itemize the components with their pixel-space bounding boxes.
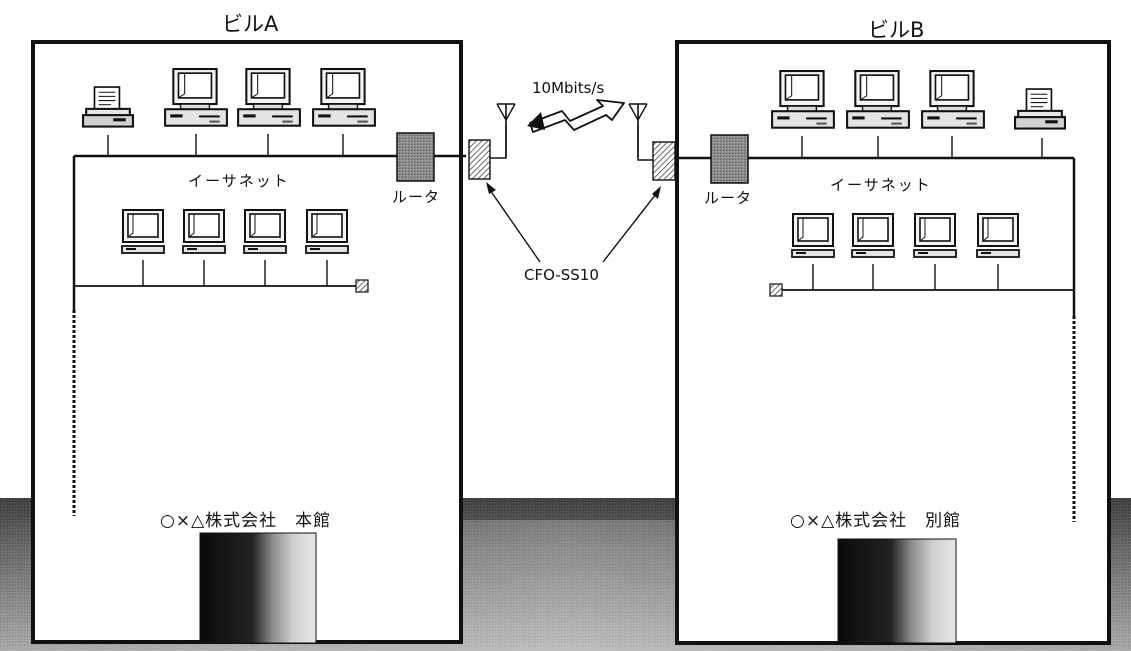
building-b-network-label: イーサネット — [830, 176, 932, 194]
building-a-router-label: ルータ — [392, 188, 441, 206]
terminal-icon — [120, 208, 166, 255]
terminator-icon — [769, 283, 783, 297]
building-a-company-name: ○×△株式会社 本館 — [160, 511, 332, 531]
pc-workstation-icon — [846, 70, 910, 129]
transceiver-icon — [468, 139, 491, 180]
lightning-link-icon — [529, 99, 625, 133]
terminal-icon — [242, 208, 288, 255]
building-a-network-label: イーサネット — [188, 172, 290, 190]
router-box-icon — [396, 132, 435, 182]
building-a-title: ビルA — [222, 12, 279, 36]
antenna-icon — [628, 103, 648, 159]
pc-workstation-icon — [921, 70, 985, 129]
wireless-link — [468, 99, 676, 263]
link-speed-label: 10Mbits/s — [532, 79, 605, 97]
building-b-company-name: ○×△株式会社 別館 — [790, 511, 962, 531]
building-a — [31, 40, 466, 644]
terminal-icon — [181, 208, 227, 255]
pc-workstation-icon — [771, 70, 835, 129]
terminal-icon — [975, 212, 1021, 259]
building-b-title: ビルB — [868, 18, 925, 42]
building-b — [675, 40, 1111, 645]
terminator-icon — [355, 279, 369, 293]
pc-workstation-icon — [312, 68, 376, 127]
building-a-entrance — [199, 532, 317, 644]
pointer-arrow — [489, 189, 541, 263]
pointer-arrow — [602, 193, 657, 263]
building-b-entrance — [837, 538, 957, 644]
building-b-router-label: ルータ — [704, 189, 753, 207]
pc-workstation-icon — [237, 68, 301, 127]
router-box-icon — [710, 134, 749, 184]
terminal-icon — [304, 208, 350, 255]
terminal-icon — [850, 212, 896, 259]
terminal-icon — [790, 212, 836, 259]
device-model-label: CFO-SS10 — [524, 266, 599, 284]
terminal-icon — [912, 212, 958, 259]
transceiver-icon — [652, 141, 676, 181]
antenna-icon — [496, 103, 516, 159]
